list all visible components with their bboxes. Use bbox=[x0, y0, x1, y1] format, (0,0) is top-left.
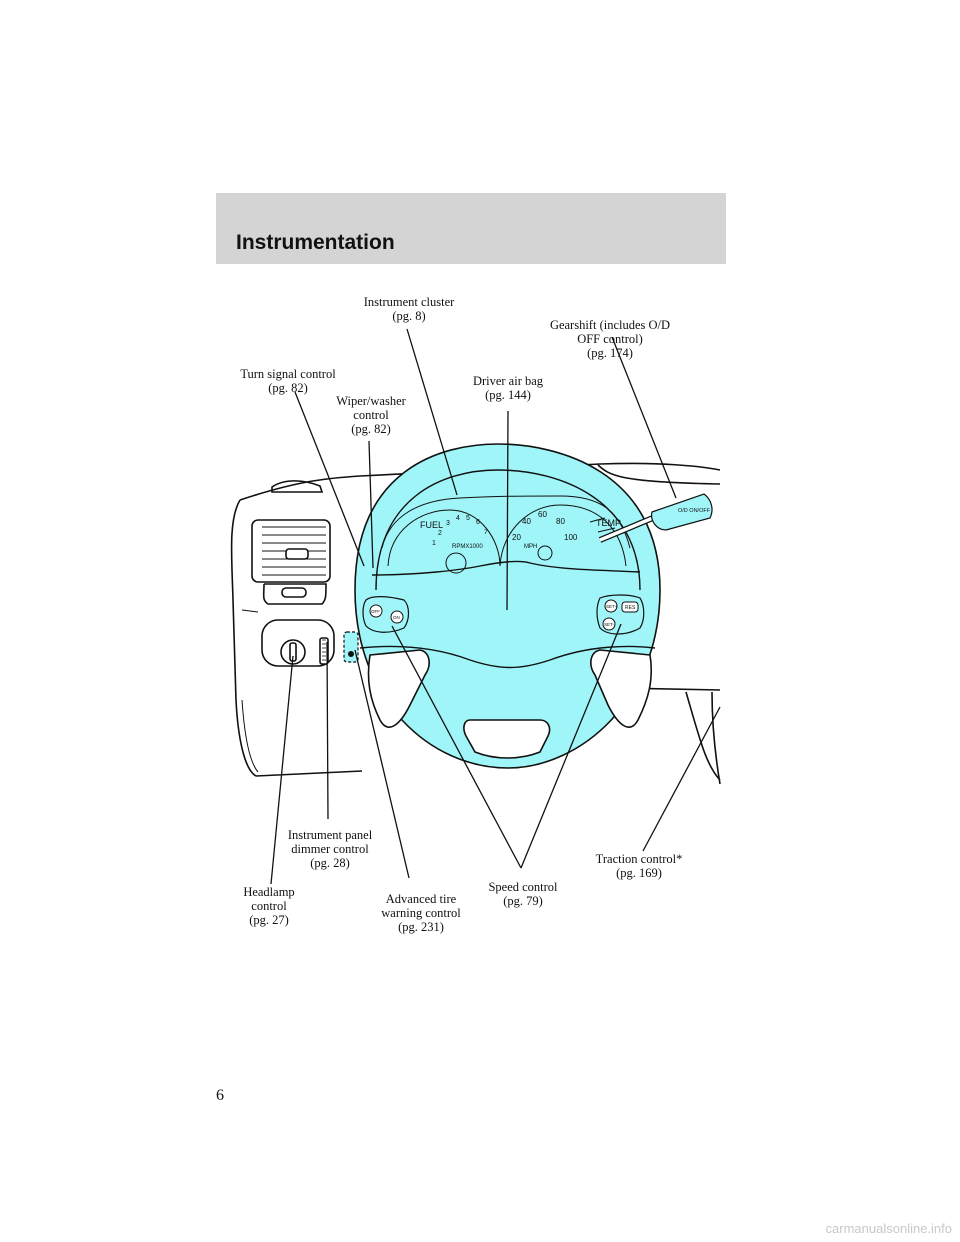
section-header-band: Instrumentation bbox=[216, 193, 726, 264]
off-button-label: OFF bbox=[371, 609, 380, 614]
section-title: Instrumentation bbox=[236, 231, 395, 254]
label-traction-control: Traction control* (pg. 169) bbox=[595, 852, 683, 880]
speedo-number: 100 bbox=[564, 533, 578, 542]
tach-unit-label: RPMX1000 bbox=[452, 544, 483, 550]
label-tire-warning: Advanced tire warning control (pg. 231) bbox=[381, 892, 461, 934]
headlamp-knob bbox=[280, 639, 306, 665]
page-number: 6 bbox=[216, 1087, 224, 1104]
label-dimmer-control: Instrument panel dimmer control (pg. 28) bbox=[287, 828, 373, 870]
label-wiper-washer: Wiper/washer control (pg. 82) bbox=[336, 394, 406, 436]
dashboard-top-edge bbox=[239, 462, 721, 501]
speedo-number: 40 bbox=[522, 517, 531, 526]
tach-numbers: 1 2 3 4 5 6 7 bbox=[432, 515, 488, 547]
speed-control-on-button[interactable] bbox=[390, 610, 404, 624]
label-gearshift: Gearshift (includes O/D OFF control) (pg… bbox=[549, 318, 671, 360]
speedo-numbers: 20 40 60 80 100 bbox=[512, 510, 578, 542]
tach-number: 5 bbox=[466, 515, 470, 522]
od-button-label: O/D ON/OFF bbox=[678, 508, 711, 514]
speed-control-set-up-button[interactable] bbox=[604, 599, 618, 613]
speedo-number: 60 bbox=[538, 510, 547, 519]
label-turn-signal: Turn signal control (pg. 82) bbox=[240, 367, 336, 395]
temp-gauge-label: TEMP bbox=[596, 518, 621, 528]
speed-control-resume-button[interactable] bbox=[621, 601, 639, 613]
speed-control-off-button[interactable] bbox=[369, 604, 383, 618]
speed-control-right-pad[interactable]: SET+ SET- RES bbox=[596, 594, 645, 635]
dashboard-left-edge bbox=[230, 499, 257, 777]
speedo-number: 20 bbox=[512, 533, 521, 542]
headlamp-panel bbox=[261, 619, 335, 667]
tach-number: 6 bbox=[476, 519, 480, 526]
gearshift-lever[interactable]: O/D ON/OFF bbox=[598, 493, 713, 543]
set-down-label: SET- bbox=[604, 622, 615, 627]
tach-number: 1 bbox=[432, 540, 436, 547]
speedo-number: 80 bbox=[556, 517, 565, 526]
dashboard-bottom-edge bbox=[255, 770, 363, 777]
set-up-label: SET+ bbox=[606, 604, 618, 609]
speed-control-set-down-button[interactable] bbox=[602, 617, 616, 631]
leader-lines bbox=[270, 328, 721, 885]
dimmer-thumbwheel bbox=[319, 637, 329, 665]
label-headlamp: Headlamp control (pg. 27) bbox=[243, 885, 295, 927]
label-speed-control: Speed control (pg. 79) bbox=[488, 880, 558, 908]
speed-control-left-pad[interactable]: OFF ON bbox=[362, 596, 410, 633]
dashboard-right-edge bbox=[711, 691, 721, 785]
res-label: RES bbox=[625, 605, 636, 611]
label-driver-air-bag: Driver air bag (pg. 144) bbox=[472, 374, 544, 402]
watermark: carmanualsonline.info bbox=[825, 1221, 952, 1236]
tach-number: 3 bbox=[446, 520, 450, 527]
advanced-tire-warning-switch[interactable] bbox=[343, 631, 359, 663]
fuel-gauge-label: FUEL bbox=[420, 520, 443, 530]
air-vent bbox=[251, 519, 331, 583]
tach-number: 4 bbox=[456, 515, 460, 522]
vent-thumbwheel bbox=[281, 587, 307, 598]
tach-number: 2 bbox=[438, 530, 442, 537]
tach-number: 7 bbox=[484, 529, 488, 536]
on-button-label: ON bbox=[393, 615, 400, 620]
speedo-unit-label: MPH bbox=[524, 544, 537, 550]
label-instrument-cluster: Instrument cluster (pg. 8) bbox=[363, 295, 455, 323]
